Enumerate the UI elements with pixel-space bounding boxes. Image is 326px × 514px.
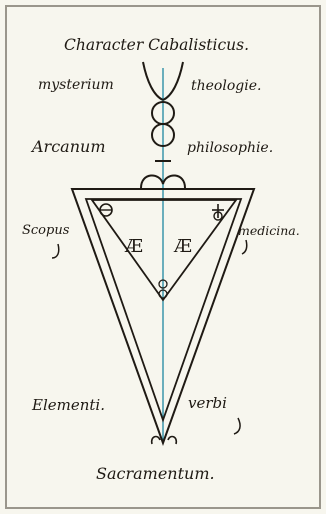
ligature-right: Æ: [174, 238, 192, 256]
philosophie-label: philosophie.: [187, 141, 273, 155]
scopus-label: Scopus: [22, 224, 69, 237]
elementi-label: Elementi.: [32, 398, 105, 413]
medicina-label: medicina.: [238, 225, 300, 238]
fork-arm-left: [143, 62, 163, 100]
fork-arm-right: [163, 62, 183, 100]
verbi-hook: [234, 418, 240, 434]
cross-circle-sign: [212, 204, 224, 220]
arcanum-label: Arcanum: [32, 139, 105, 155]
sacramentum-label: Sacramentum.: [96, 466, 215, 482]
mysterium-label: mysterium: [38, 78, 114, 92]
theta-sign: [100, 204, 112, 216]
medicina-hook: [242, 240, 247, 254]
scopus-hook: [52, 244, 59, 258]
theologie-label: theologie.: [191, 79, 261, 93]
title-label: Character Cabalisticus.: [64, 38, 249, 54]
verbi-label: verbi: [188, 396, 227, 411]
ligature-left: Æ: [125, 238, 143, 256]
